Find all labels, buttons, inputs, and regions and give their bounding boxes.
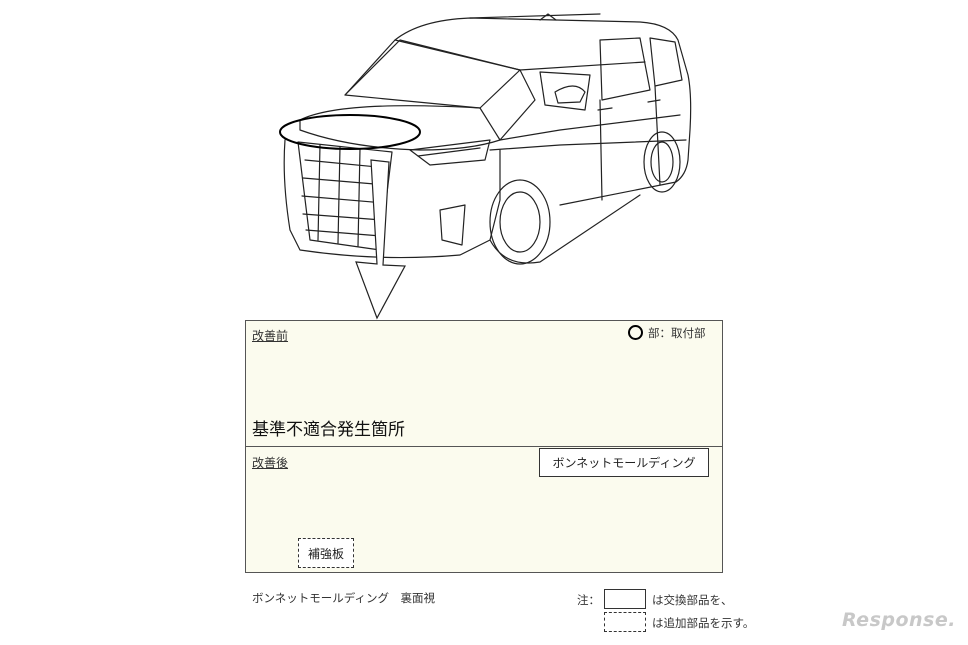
vehicle-illustration [283, 13, 692, 265]
note-prefix: 注： [577, 593, 600, 607]
defect-location-label: 基準不適合発生箇所 [252, 420, 405, 440]
before-label: 改善前 [252, 329, 289, 343]
bonnet-molding-callout: ボンネットモールディング [539, 448, 709, 477]
replaced-part-legend-box [604, 589, 646, 609]
note-added: は追加部品を示す。 [652, 616, 755, 630]
after-label: 改善後 [252, 456, 289, 470]
highlight-ellipse [279, 114, 421, 150]
note-replaced: は交換部品を、 [652, 593, 733, 607]
mount-circle-legend-icon [628, 325, 643, 340]
panel-divider [245, 446, 723, 447]
added-part-legend-box [604, 612, 646, 632]
pointer-arrow [355, 159, 406, 320]
reinforcement-callout: 補強板 [298, 538, 354, 568]
response-watermark: Response. [842, 609, 956, 631]
mount-legend-label: 部：取付部 [648, 326, 706, 340]
diagram-caption: ボンネットモールディング 裏面視 [252, 591, 435, 605]
